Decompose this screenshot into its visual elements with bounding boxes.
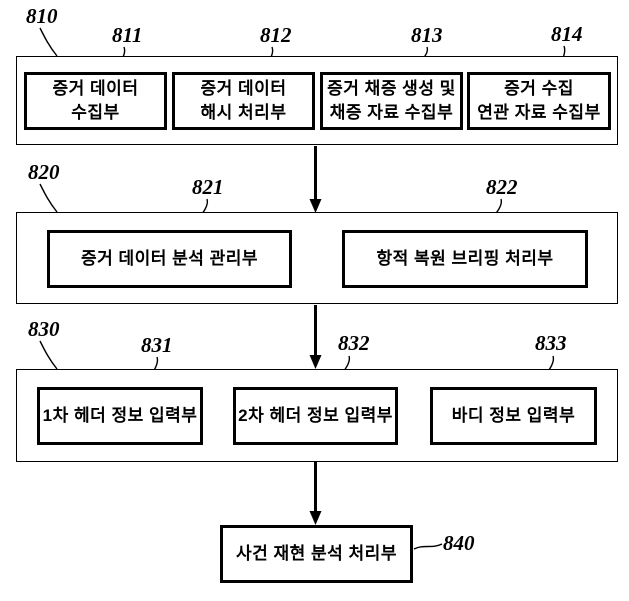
block-812-evidence-hash-processor: 증거 데이터 해시 처리부: [172, 72, 315, 130]
ref-numeral-832: 832: [338, 331, 370, 355]
ref-numeral-822: 822: [486, 175, 518, 199]
ref-numeral-830: 830: [28, 317, 60, 341]
ref-numeral-810: 810: [26, 4, 58, 28]
block-label: 1차 헤더 정보 입력부: [42, 406, 198, 425]
block-label: 사건 재현 분석 처리부: [236, 544, 397, 563]
leader-line-830: [39, 340, 58, 370]
ref-numeral-813: 813: [411, 23, 443, 47]
ref-numeral-811: 811: [112, 23, 143, 47]
block-831-primary-header-input: 1차 헤더 정보 입력부: [37, 387, 203, 445]
ref-numeral-840: 840: [443, 531, 475, 555]
flow-arrow-820-830: [309, 305, 322, 369]
block-label: 채증 자료 수집부: [329, 103, 454, 122]
block-label: 바디 정보 입력부: [451, 406, 576, 425]
block-822-track-restore-briefing-processor: 항적 복원 브리핑 처리부: [342, 230, 588, 288]
block-814-related-data-collector: 증거 수집 연관 자료 수집부: [467, 72, 611, 130]
block-label: 항적 복원 브리핑 처리부: [376, 249, 554, 268]
leader-line-840: [413, 543, 443, 550]
block-label: 증거 데이터: [52, 79, 139, 98]
block-821-evidence-analysis-manager: 증거 데이터 분석 관리부: [47, 230, 292, 288]
leader-line-820: [39, 183, 58, 213]
flow-arrow-830-840: [309, 462, 322, 525]
block-label: 연관 자료 수집부: [477, 103, 601, 122]
block-label: 증거 채증 생성 및: [327, 79, 456, 98]
ref-numeral-833: 833: [535, 331, 567, 355]
ref-numeral-814: 814: [551, 22, 583, 46]
block-840-incident-replay-analysis-processor: 사건 재현 분석 처리부: [220, 525, 413, 583]
ref-numeral-831: 831: [141, 333, 173, 357]
block-813-evidence-capture-collector: 증거 채증 생성 및 채증 자료 수집부: [320, 72, 463, 130]
block-label: 수집부: [71, 103, 120, 122]
block-label: 증거 수집: [504, 79, 574, 98]
block-832-secondary-header-input: 2차 헤더 정보 입력부: [233, 387, 398, 445]
ref-numeral-821: 821: [192, 175, 224, 199]
block-label: 증거 데이터: [200, 79, 287, 98]
ref-numeral-820: 820: [28, 160, 60, 184]
flow-arrow-810-820: [309, 146, 322, 213]
block-833-body-info-input: 바디 정보 입력부: [430, 387, 597, 445]
block-label: 증거 데이터 분석 관리부: [80, 249, 259, 268]
block-811-evidence-data-collector: 증거 데이터 수집부: [24, 72, 167, 130]
ref-numeral-812: 812: [260, 23, 292, 47]
block-label: 해시 처리부: [200, 103, 287, 122]
leader-line-810: [39, 27, 58, 57]
block-label: 2차 헤더 정보 입력부: [238, 406, 393, 425]
